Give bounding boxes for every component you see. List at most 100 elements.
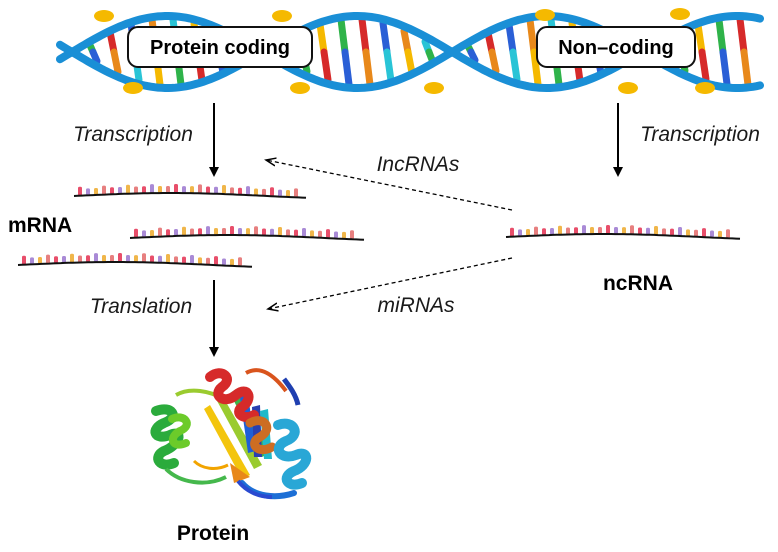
rna-nucleotide [222, 185, 226, 195]
rna-nucleotide [222, 258, 226, 266]
rna-nucleotide [254, 188, 258, 196]
transcription-right-label: Transcription [640, 123, 760, 146]
dna-backbone-node [424, 82, 444, 94]
rna-nucleotide [134, 186, 138, 194]
rna-nucleotide [702, 228, 706, 238]
dna-base-pair [698, 48, 710, 83]
rna-nucleotide [326, 229, 330, 239]
mrna-strand-1 [73, 184, 307, 199]
dna-base-pair [400, 27, 412, 56]
dna-backbone-node [290, 82, 310, 94]
protein-ribbon-structure-icon [150, 368, 312, 500]
dna-base-pair [404, 48, 416, 77]
rna-nucleotide [550, 227, 554, 235]
rna-nucleotide [118, 253, 122, 263]
rna-nucleotide [254, 226, 258, 236]
mirnas-label: miRNAs [378, 294, 455, 317]
rna-nucleotide [190, 255, 194, 265]
rna-nucleotide [182, 186, 186, 194]
rna-nucleotide [238, 187, 242, 195]
rna-nucleotide [654, 226, 658, 236]
rna-nucleotide [246, 186, 250, 196]
lncrnas-label: IncRNAs [377, 153, 460, 176]
rna-nucleotide [662, 228, 666, 236]
rna-nucleotide [510, 227, 514, 237]
rna-nucleotide [150, 229, 154, 237]
rna-nucleotide [686, 229, 690, 237]
mrna-label: mRNA [8, 214, 72, 237]
rna-nucleotide [166, 186, 170, 194]
dna-base-pair [719, 48, 731, 88]
mrna-strand-3 [17, 253, 253, 268]
rna-nucleotide [38, 256, 42, 264]
rna-nucleotide [566, 227, 570, 235]
rna-nucleotide [22, 255, 26, 265]
rna-nucleotide [646, 227, 650, 235]
rna-nucleotide [110, 255, 114, 263]
rna-nucleotide [694, 229, 698, 237]
dna-base-pair [316, 20, 328, 56]
rna-nucleotide [166, 229, 170, 237]
ncrna-strand [505, 225, 741, 240]
rna-nucleotide [206, 257, 210, 265]
rna-backbone [505, 233, 741, 240]
rna-nucleotide [126, 255, 130, 263]
rna-nucleotide [126, 184, 130, 194]
rna-nucleotide [190, 228, 194, 236]
rna-nucleotide [614, 227, 618, 235]
rna-nucleotide [294, 229, 298, 237]
rna-nucleotide [174, 256, 178, 264]
transcription-left-label: Transcription [73, 123, 193, 146]
rna-nucleotide [262, 228, 266, 236]
dna-base-pair [467, 48, 479, 64]
ncrna-label: ncRNA [603, 272, 673, 295]
rna-nucleotide [718, 230, 722, 238]
rna-nucleotide [710, 230, 714, 238]
dna-backbone-node [123, 82, 143, 94]
rna-nucleotide [606, 225, 610, 235]
rna-nucleotide [622, 227, 626, 235]
dna-base-pair [379, 19, 391, 56]
rna-nucleotide [286, 189, 290, 197]
rna-nucleotide [206, 186, 210, 194]
rna-nucleotide [142, 253, 146, 263]
rna-nucleotide [110, 187, 114, 195]
rna-nucleotide [94, 253, 98, 263]
dna-base-pair [341, 48, 353, 88]
rna-nucleotide [102, 185, 106, 195]
non-coding-label: Non–coding [558, 37, 674, 59]
rna-nucleotide [294, 188, 298, 198]
rna-nucleotide [222, 228, 226, 236]
dna-base-pair [509, 48, 521, 83]
dna-base-pair [337, 16, 349, 56]
rna-nucleotide [302, 228, 306, 238]
rna-backbone [129, 234, 365, 241]
rna-nucleotide [198, 257, 202, 265]
rna-backbone [73, 192, 307, 199]
rna-nucleotide [198, 228, 202, 236]
dna-base-pair [110, 48, 122, 76]
dna-backbone-node [272, 10, 292, 22]
rna-nucleotide [590, 227, 594, 235]
rna-nucleotide [286, 229, 290, 237]
rna-nucleotide [142, 186, 146, 194]
rna-nucleotide [70, 253, 74, 263]
rna-nucleotide [582, 225, 586, 235]
dna-backbone-node [94, 10, 114, 22]
dna-base-pair [362, 48, 374, 89]
rna-nucleotide [182, 226, 186, 236]
rna-nucleotide [158, 227, 162, 237]
rna-nucleotide [46, 254, 50, 264]
rna-nucleotide [230, 226, 234, 236]
rna-nucleotide [230, 187, 234, 195]
rna-nucleotide [174, 228, 178, 236]
rna-nucleotide [238, 228, 242, 236]
dna-backbone-node [535, 9, 555, 21]
rna-nucleotide [190, 186, 194, 194]
rna-nucleotide [630, 225, 634, 235]
rna-nucleotide [270, 228, 274, 236]
rna-nucleotide [726, 229, 730, 239]
dna-backbone-node [618, 82, 638, 94]
